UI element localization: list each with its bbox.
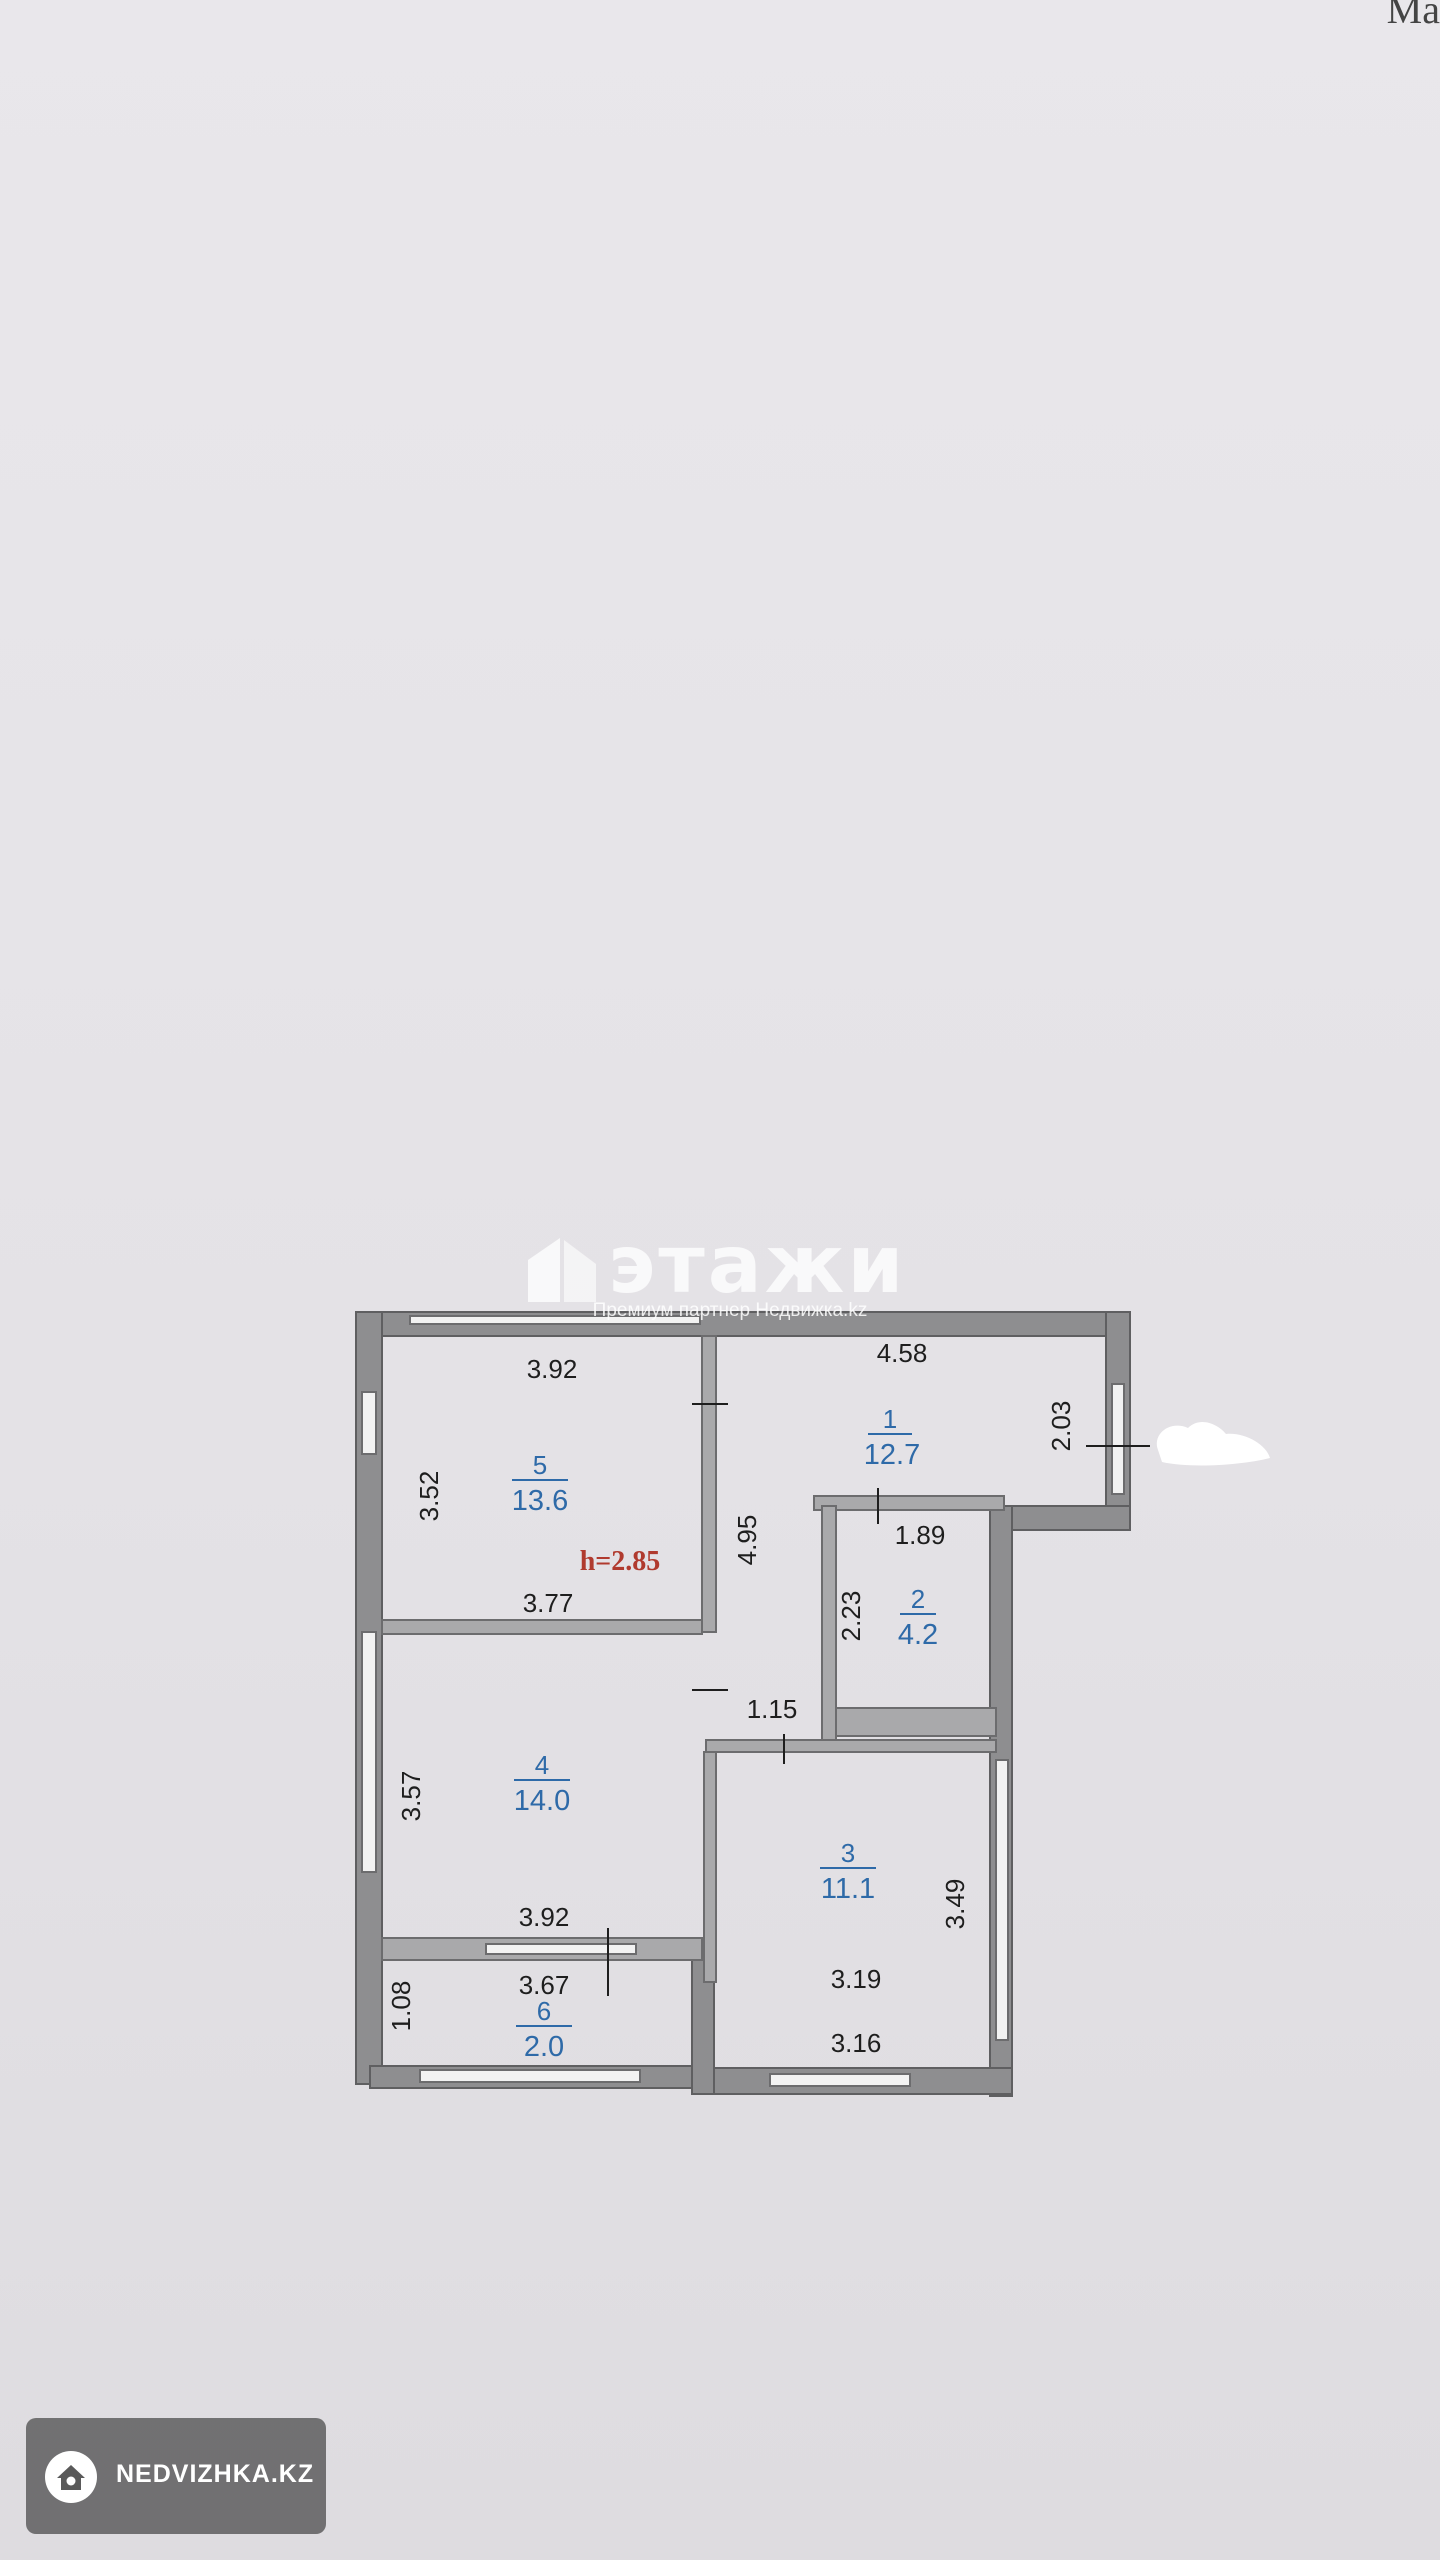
dim-corridor: 1.15 (747, 1694, 798, 1724)
corner-text: Ma (1386, 0, 1440, 32)
room-5-area: 13.6 (512, 1485, 568, 1517)
walls (355, 1311, 1131, 2097)
watermark-tagline: Премиум партнер Недвижка.kz (592, 1300, 868, 1321)
room-1-label: 1 12.7 (864, 1404, 920, 1471)
room-6-area: 2.0 (524, 2031, 564, 2063)
room-4-label: 4 14.0 (514, 1750, 570, 1817)
room-2-area: 4.2 (898, 1619, 938, 1651)
source-badge[interactable]: NEDVIZHKA.KZ (26, 2418, 326, 2534)
dim-hall: 4.95 (732, 1515, 762, 1566)
room-5-number: 5 (533, 1450, 547, 1480)
door-marks (607, 1403, 1150, 1996)
room-labels: 1 12.7 2 4.2 3 11.1 4 14.0 5 13.6 6 2.0 (512, 1404, 938, 2063)
watermark-brand: этажи (608, 1218, 907, 1311)
redaction-blob (1156, 1421, 1270, 1466)
room-4-area: 14.0 (514, 1785, 570, 1817)
room-2-number: 2 (911, 1584, 925, 1614)
room-2-label: 2 4.2 (898, 1584, 938, 1651)
room-4-number: 4 (535, 1750, 549, 1780)
watermark-building-icon (528, 1238, 596, 1302)
room-3-label: 3 11.1 (820, 1838, 876, 1905)
dim-r6-top: 3.67 (519, 1970, 570, 2000)
dim-r5-side: 3.52 (414, 1471, 444, 1522)
dim-r2-side: 2.23 (836, 1591, 866, 1642)
room-5-label: 5 13.6 (512, 1450, 568, 1517)
watermark: этажи Премиум партнер Недвижка.kz (520, 1218, 940, 1342)
dim-r1-top: 4.58 (877, 1338, 928, 1368)
dim-r5-top: 3.92 (527, 1354, 578, 1384)
dim-r3-inner: 3.19 (831, 1964, 882, 1994)
room-1-number: 1 (883, 1404, 897, 1434)
home-icon (45, 2451, 97, 2503)
room-3-area: 11.1 (821, 1873, 875, 1905)
room-3-number: 3 (841, 1838, 855, 1868)
dim-r3-side: 3.49 (940, 1879, 970, 1930)
room-6-label: 6 2.0 (516, 1996, 572, 2063)
partitions (381, 1335, 1005, 1983)
dim-r5-bottom: 3.77 (523, 1588, 574, 1618)
dim-r6-side: 1.08 (386, 1981, 416, 2032)
badge-label: NEDVIZHKA.KZ (116, 2460, 315, 2488)
dim-r3-bottom: 3.16 (831, 2028, 882, 2058)
ceiling-height: h=2.85 (580, 1546, 661, 1577)
room-6-number: 6 (537, 1996, 551, 2026)
dim-r1-side: 2.03 (1046, 1401, 1076, 1452)
dim-r4-bottom: 3.92 (519, 1902, 570, 1932)
dimension-labels: 3.92 3.52 3.77 4.58 2.03 4.95 1.89 2.23 … (386, 1338, 1076, 2058)
windows (361, 1315, 1125, 2087)
room-1-area: 12.7 (864, 1439, 920, 1471)
dim-r4-side: 3.57 (396, 1771, 426, 1822)
dim-r2-top: 1.89 (895, 1520, 946, 1550)
